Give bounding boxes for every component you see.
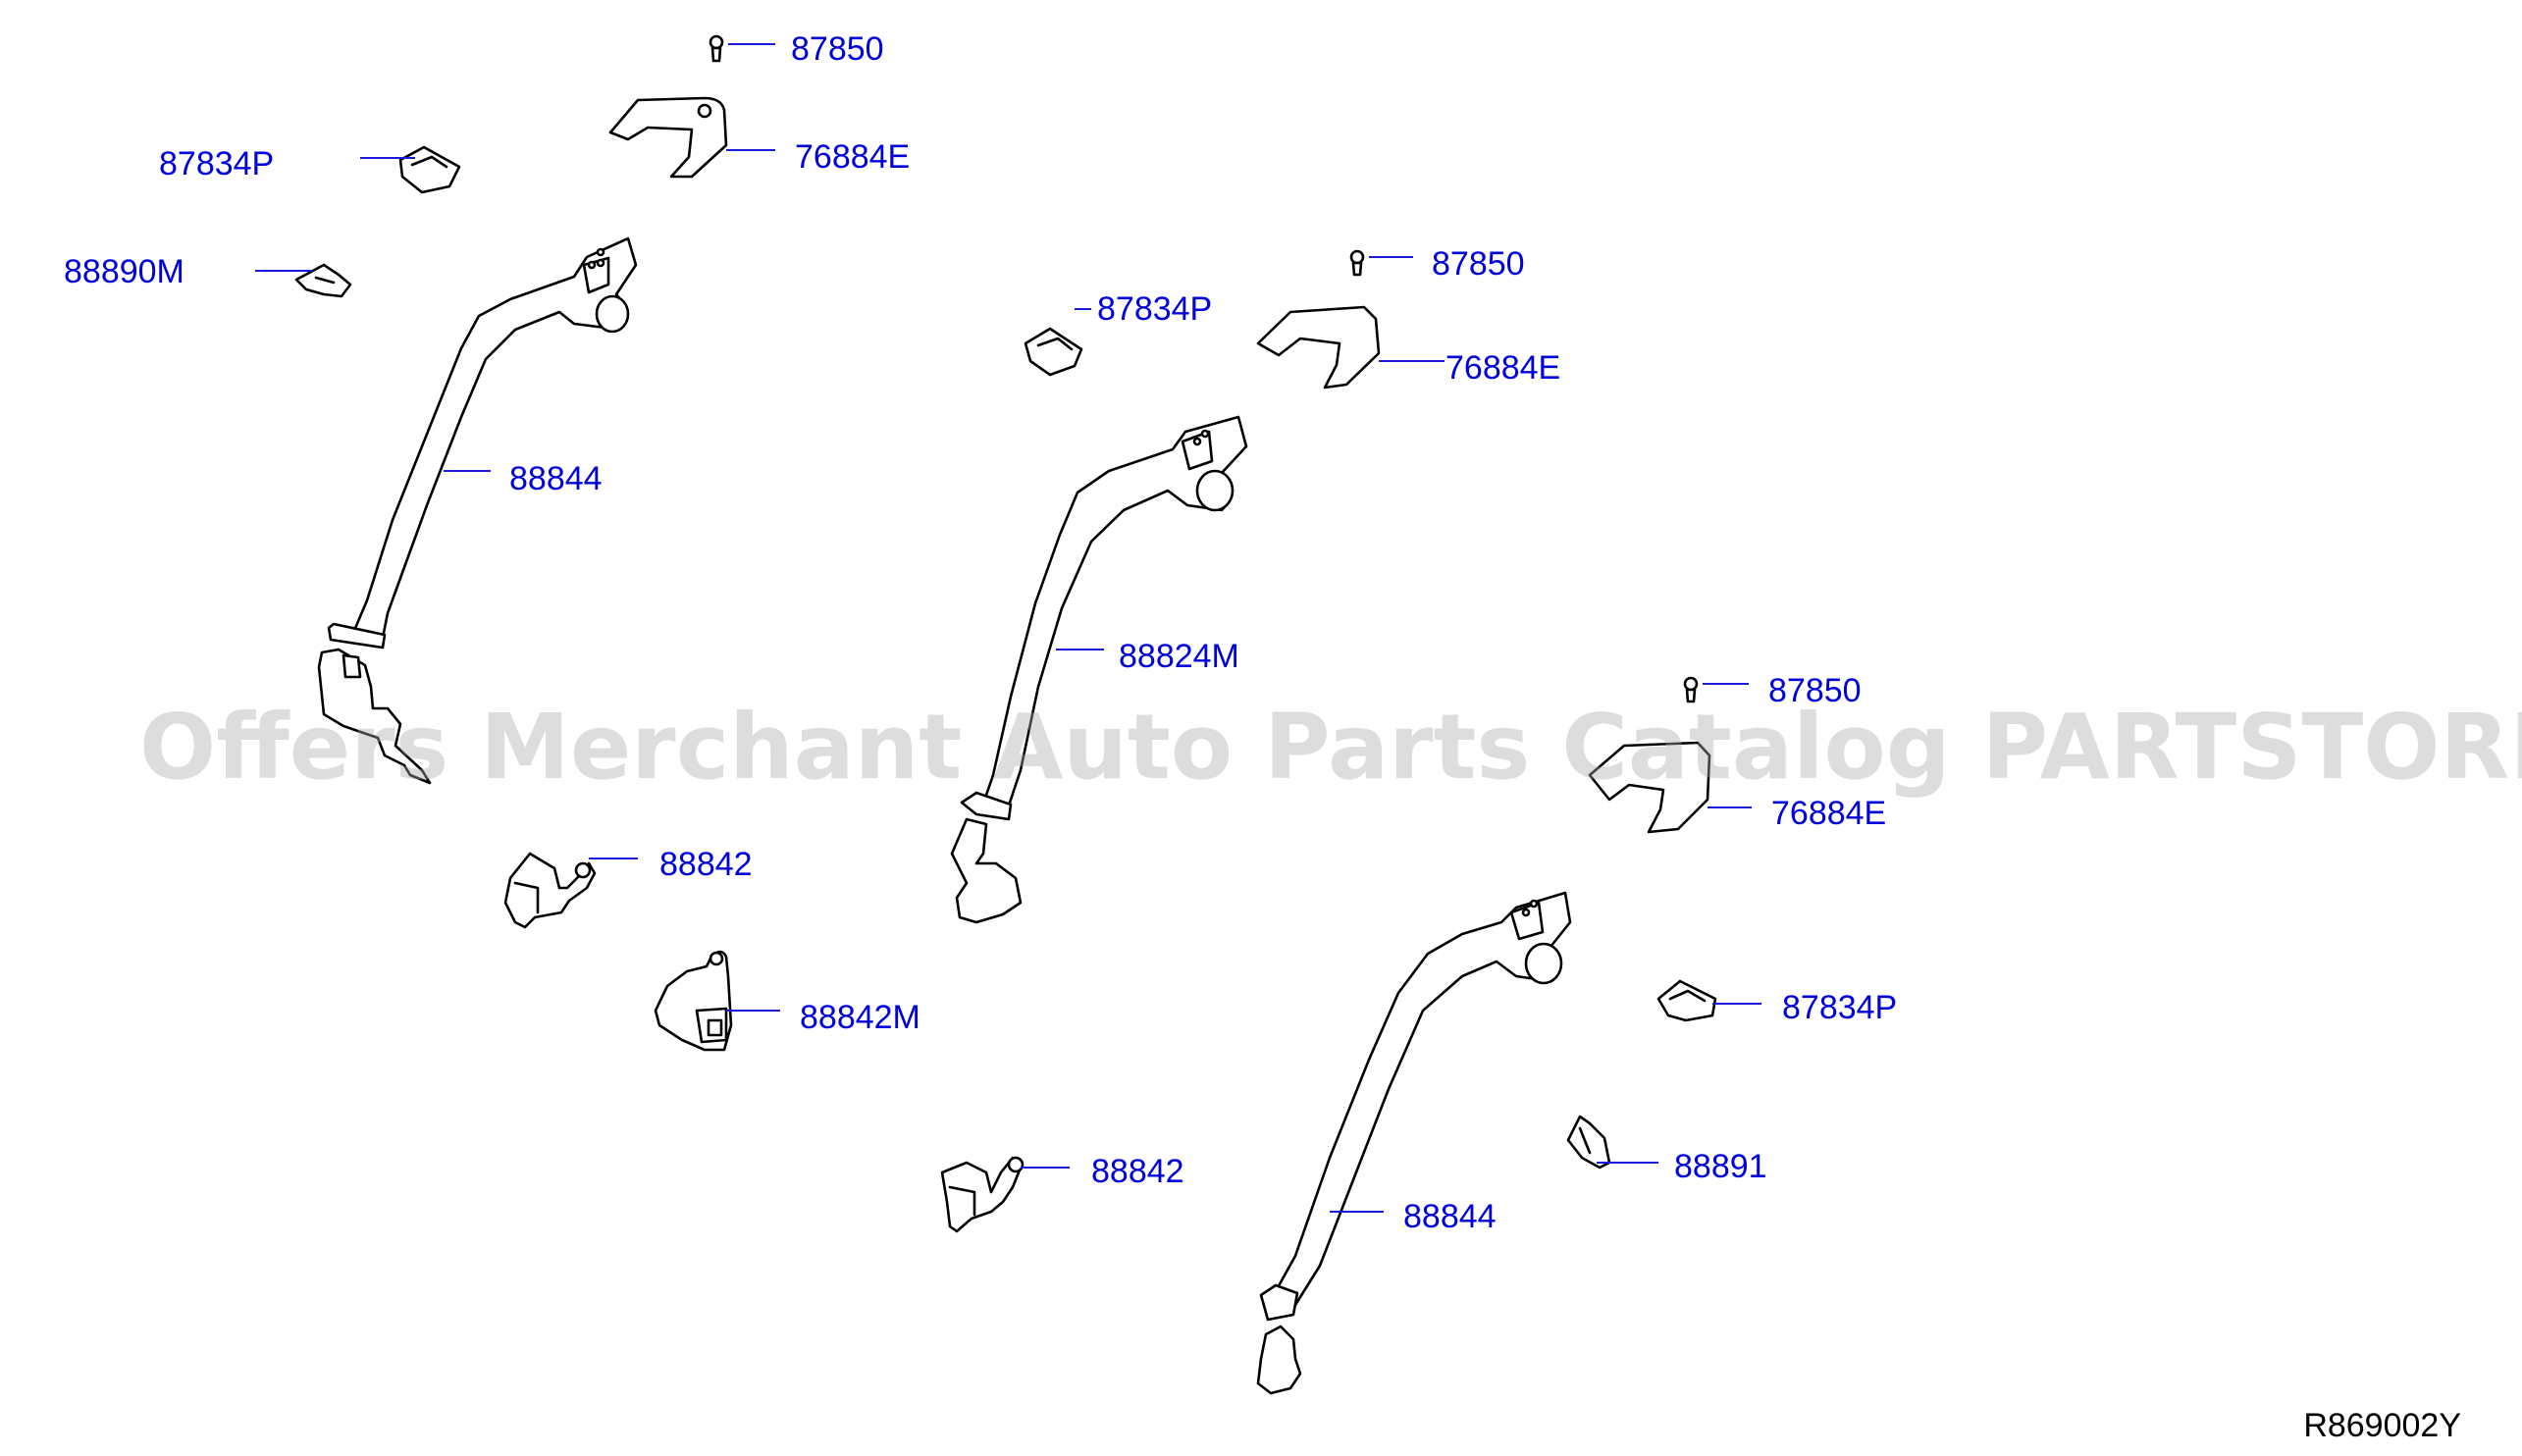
callout-88844-left[interactable]: 88844 bbox=[509, 460, 603, 497]
callout-87834p-top-left[interactable]: 87834P bbox=[159, 145, 275, 182]
callout-87834p-middle[interactable]: 87834P bbox=[1097, 290, 1213, 328]
bolt-87850-left bbox=[709, 34, 724, 63]
callout-76884e-top-left[interactable]: 76884E bbox=[795, 138, 911, 176]
cover-87834p-left bbox=[398, 145, 461, 194]
bracket-76884e-left bbox=[608, 96, 728, 179]
retractor-88842m-left bbox=[654, 950, 733, 1052]
callout-88842-left[interactable]: 88842 bbox=[659, 846, 753, 883]
cover-87834p-right bbox=[1656, 979, 1717, 1022]
callout-76884e-middle[interactable]: 76884E bbox=[1445, 349, 1561, 387]
callout-87850-top-left[interactable]: 87850 bbox=[791, 30, 884, 68]
seat-belt-88844-right bbox=[1256, 891, 1572, 1395]
bolt-87850-right bbox=[1683, 676, 1699, 703]
callout-88891-right[interactable]: 88891 bbox=[1674, 1148, 1767, 1185]
seat-belt-88844-left bbox=[317, 236, 638, 785]
leader-lines bbox=[255, 43, 1761, 1213]
bracket-76884e-right bbox=[1588, 741, 1711, 834]
callout-87834p-right[interactable]: 87834P bbox=[1782, 989, 1898, 1026]
cover-87834p-middle bbox=[1024, 327, 1083, 377]
clip-88891-right bbox=[1566, 1115, 1611, 1170]
diagram-reference-code: R869002Y bbox=[2303, 1407, 2461, 1444]
retractor-88842-middle bbox=[940, 1156, 1025, 1233]
callout-88824m-middle[interactable]: 88824M bbox=[1119, 638, 1239, 675]
callout-87850-middle[interactable]: 87850 bbox=[1432, 245, 1525, 283]
clip-88890m-left bbox=[294, 263, 352, 298]
seat-belt-88824m-middle bbox=[950, 415, 1248, 924]
callout-76884e-right[interactable]: 76884E bbox=[1771, 795, 1887, 832]
bolt-87850-middle bbox=[1349, 249, 1365, 277]
callout-88842-middle[interactable]: 88842 bbox=[1091, 1153, 1184, 1190]
callout-87850-right[interactable]: 87850 bbox=[1768, 672, 1862, 709]
callout-88890m-left[interactable]: 88890M bbox=[64, 253, 184, 290]
retractor-88842-left bbox=[503, 852, 597, 929]
bracket-76884e-middle bbox=[1256, 305, 1381, 390]
callout-88842m-left[interactable]: 88842M bbox=[800, 999, 920, 1036]
callout-88844-right[interactable]: 88844 bbox=[1403, 1198, 1497, 1235]
